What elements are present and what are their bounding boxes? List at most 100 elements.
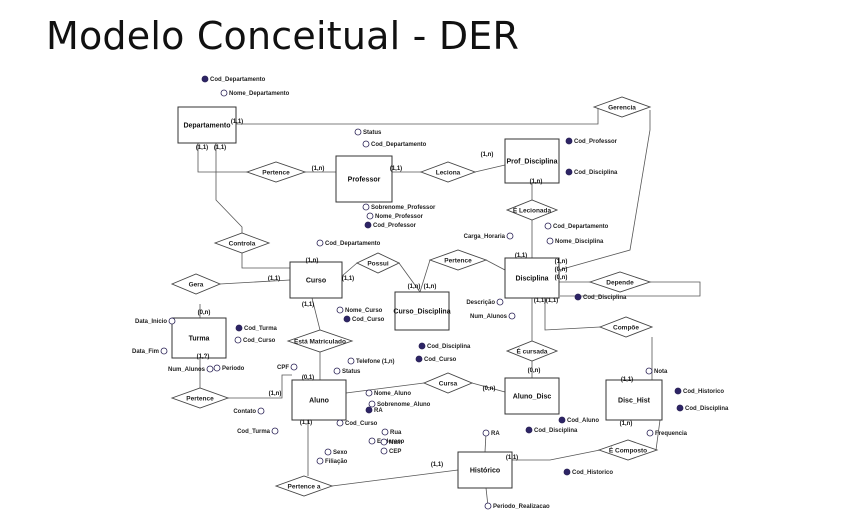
cardinality-label: (0,n) xyxy=(483,386,496,392)
cardinality-label: (1,1) xyxy=(390,166,402,172)
attribute-label: Cod_Professor xyxy=(574,139,618,145)
cardinality-c-ad-cursada: (0,n) xyxy=(528,368,541,374)
attribute-nome-curso: Nome_Curso xyxy=(336,306,383,314)
attribute-cod-disciplina-ad: Cod_Disciplina xyxy=(525,426,578,434)
attribute-label: Status xyxy=(363,130,382,136)
attribute-nome-departamento: Nome_Departamento xyxy=(220,89,290,97)
cardinality-c-dh-ecomposto: (1,n) xyxy=(620,421,633,427)
entity-turma: Turma xyxy=(171,317,227,359)
attribute-ra: RA xyxy=(365,406,383,414)
cardinality-label: (1,n) xyxy=(620,421,633,427)
cardinality-c-turma-gera: (0,n) xyxy=(198,310,211,316)
attribute-label: Cod_Turma xyxy=(237,429,271,435)
attribute-num-alunos-disc: Num_Alunos xyxy=(470,312,516,320)
entity-professor: Professor xyxy=(335,155,393,203)
attribute-label: CPF xyxy=(277,365,289,371)
cardinality-label: (0,n) xyxy=(198,310,211,316)
connector-line xyxy=(241,253,290,269)
entity-disciplina: Disciplina xyxy=(504,257,560,299)
cardinality-label: (1,n) xyxy=(481,152,494,158)
attribute-cod-departamento-curso: Cod_Departamento xyxy=(316,239,381,247)
attribute-status-prof: Status xyxy=(354,128,382,136)
attribute-label: Cod_Historico xyxy=(572,470,613,476)
cardinality-c-hist-ecomposto: (1,1) xyxy=(506,455,518,461)
connector-line xyxy=(544,298,601,331)
attribute-label: Cod_Historico xyxy=(683,389,724,395)
attribute-cep: CEP xyxy=(380,447,401,455)
attribute-sobrenome-aluno: Sobrenome_Aluno xyxy=(368,400,431,408)
attribute-periodo-realizacao: Periodo_Realizacao xyxy=(484,502,550,510)
attribute-label: Num_Alunos xyxy=(470,314,508,320)
attribute-label: Cod_Professor xyxy=(373,223,417,229)
cardinality-label: (1,n) xyxy=(269,391,282,397)
entity-label: Aluno xyxy=(309,398,329,405)
attribute-label: Cod_Curso xyxy=(424,357,457,363)
cardinality-label: (1,n) xyxy=(530,179,543,185)
entity-label: Turma xyxy=(189,336,210,343)
cardinality-c-curso-possui: (1,1) xyxy=(342,276,354,282)
attribute-label: Cod_Disciplina xyxy=(574,170,618,176)
connector-line xyxy=(236,105,622,125)
attribute-label: Endereco xyxy=(377,439,405,445)
attribute-label: Filiação xyxy=(325,459,348,465)
cardinality-c-disc-elec: (1,1) xyxy=(515,253,527,259)
cardinality-label: (1,1) xyxy=(300,420,312,426)
relationship-label: Leciona xyxy=(436,169,461,176)
connector-line xyxy=(474,164,506,173)
attribute-cod-curso: Cod_Curso xyxy=(343,315,385,323)
attribute-sobrenome-professor: Sobrenome_Professor xyxy=(362,203,436,211)
attribute-periodo: Periodo xyxy=(213,364,245,372)
entity-curso-disciplina: Curso_Disciplina xyxy=(393,291,451,331)
connector-line xyxy=(485,259,506,271)
cardinality-label: (1,1) xyxy=(214,145,226,151)
attribute-cod-historico-dh: Cod_Historico xyxy=(674,387,724,395)
cardinality-c-pd-elec: (1,n) xyxy=(530,179,543,185)
attribute-nome-disciplina: Nome_Disciplina xyxy=(546,237,604,245)
cardinality-label: (1,n) xyxy=(306,258,319,264)
attribute-num-alunos-turma: Num_Alunos xyxy=(168,365,214,373)
relationship-label: É Composto xyxy=(609,445,647,454)
cardinality-c-aluno-matric: (0,1) xyxy=(302,375,314,381)
relationship-leciona: Leciona xyxy=(419,161,477,183)
relationship-depende: Depende xyxy=(588,271,652,293)
entity-label: Curso xyxy=(306,278,326,285)
attribute-cod-curso-cd: Cod_Curso xyxy=(415,355,457,363)
cardinality-c-prof-pertence: (1,n) xyxy=(312,166,325,172)
relationship-label: Pertence a xyxy=(288,483,321,490)
cardinality-label: (0,n) xyxy=(555,267,568,273)
attribute-label: Cod_Disciplina xyxy=(427,344,471,350)
attribute-cod-disciplina-dh: Cod_Disciplina xyxy=(676,404,729,412)
entity-label: Prof_Disciplina xyxy=(507,159,558,166)
entity-label: Disc_Hist xyxy=(618,398,651,405)
attribute-cod-disciplina-pd: Cod_Disciplina xyxy=(565,168,618,176)
connector-line xyxy=(560,281,701,297)
attribute-label: Data_Fim xyxy=(132,349,159,355)
attribute-label: Cod_Departamento xyxy=(325,241,381,247)
cardinality-label: (1,1) xyxy=(621,377,633,383)
attribute-cpf: CPF xyxy=(277,363,298,371)
attribute-cod-turma-aluno: Cod_Turma xyxy=(237,427,279,435)
attribute-rua: Rua xyxy=(381,428,402,436)
relationship-label: Compõe xyxy=(613,324,639,331)
cardinality-c-curso-gera: (1,1) xyxy=(268,276,280,282)
relationship-controla: Controla xyxy=(213,232,271,254)
relationship-cursa: Cursa xyxy=(422,372,474,394)
attribute-label: Cod_Departamento xyxy=(371,142,427,148)
attribute-label: Data_Inicio xyxy=(135,319,167,325)
attribute-cod-disciplina-disc: Cod_Disciplina xyxy=(574,293,627,301)
connector-line xyxy=(228,374,292,399)
attribute-label: Cod_Departamento xyxy=(553,224,609,230)
attribute-label: Sobrenome_Aluno xyxy=(377,402,431,408)
cardinality-label: (1,1) xyxy=(196,145,208,151)
cardinality-label: (1,1) xyxy=(515,253,527,259)
attribute-descricao: Descrição xyxy=(466,298,504,306)
cardinality-label: (0,n) xyxy=(555,275,568,281)
attribute-label: Contato xyxy=(233,409,256,415)
attribute-label: RA xyxy=(491,431,500,437)
relationship-e-composto: É Composto xyxy=(597,439,659,461)
connector-line xyxy=(215,143,243,233)
relationship-gerencia: Gerencia xyxy=(592,96,652,118)
attribute-label: Cod_Curso xyxy=(352,317,385,323)
